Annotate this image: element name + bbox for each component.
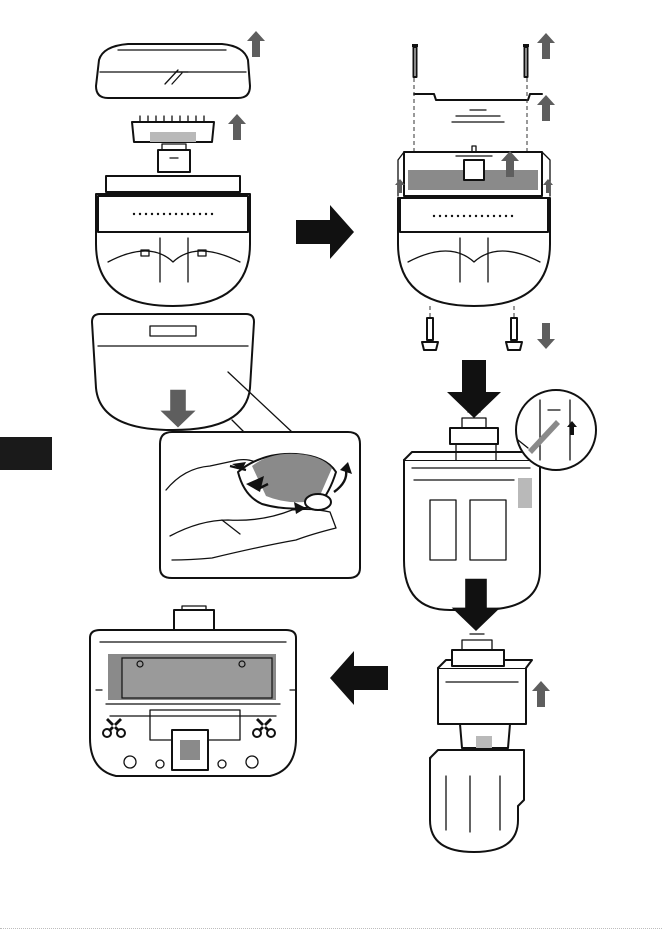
up-arrow-icon: [537, 95, 555, 121]
left-arrow-icon: [330, 651, 388, 705]
section-tab: [0, 437, 52, 470]
outer-blade-frame: [96, 44, 250, 98]
panel-4-unlatch: [404, 390, 596, 610]
shaver-head-unit: [398, 146, 550, 306]
panel-2-screws: [395, 33, 555, 350]
up-arrow-icon: [247, 31, 265, 57]
screw-icon: [523, 44, 529, 77]
down-arrow-icon: [447, 360, 501, 418]
panel-5-separate: [430, 634, 550, 852]
screw-icon: [506, 318, 522, 350]
shaver-head-unit: [96, 176, 250, 306]
panel-1-head-removal: [92, 31, 265, 430]
down-arrow-icon: [537, 323, 555, 349]
battery-pack: [108, 654, 276, 700]
zoom-detail: [516, 390, 596, 470]
right-arrow-icon: [296, 205, 354, 259]
screw-icon: [422, 318, 438, 350]
panel-6-battery: [90, 606, 296, 776]
inner-blade: [132, 116, 214, 142]
up-arrow-icon: [532, 681, 550, 707]
up-arrow-icon: [543, 179, 553, 193]
up-arrow-icon: [228, 114, 246, 140]
bottom-rule: [0, 928, 662, 929]
drive-gear: [158, 144, 190, 172]
case-shell: [430, 750, 524, 852]
up-arrow-icon: [537, 33, 555, 59]
screw-icon: [412, 44, 418, 77]
motor-block: [438, 634, 532, 748]
